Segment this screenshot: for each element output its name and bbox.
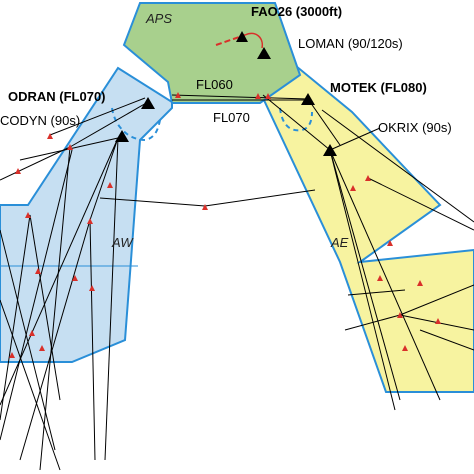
motek-label: MOTEK (FL080) xyxy=(330,80,427,95)
okrix-label: OKRIX (90s) xyxy=(378,120,452,135)
odran-marker xyxy=(141,97,155,109)
sector-aw-label: AW xyxy=(111,235,134,250)
loman-arc xyxy=(244,32,264,49)
sector-ae-label: AE xyxy=(330,235,349,250)
sector-ae xyxy=(261,55,474,393)
fl070-label: FL070 xyxy=(213,110,250,125)
sector-aw xyxy=(0,66,173,363)
sector-aps xyxy=(122,2,302,104)
motek-hold xyxy=(279,107,313,132)
codyn-label: CODYN (90s) xyxy=(0,113,80,128)
codyn-marker xyxy=(115,130,129,142)
sector-aps-label: APS xyxy=(145,11,172,26)
fao26-label: FAO26 (3000ft) xyxy=(251,4,342,19)
route-lines xyxy=(0,94,474,471)
fl060-label: FL060 xyxy=(196,77,233,92)
odran-label: ODRAN (FL070) xyxy=(8,89,106,104)
final-approach-track xyxy=(215,34,246,46)
loman-marker xyxy=(257,47,271,59)
motek-marker xyxy=(301,93,315,105)
loman-label: LOMAN (90/120s) xyxy=(298,36,403,51)
okrix-marker xyxy=(323,144,337,156)
fao26-marker xyxy=(236,31,248,42)
waypoints xyxy=(9,92,441,358)
